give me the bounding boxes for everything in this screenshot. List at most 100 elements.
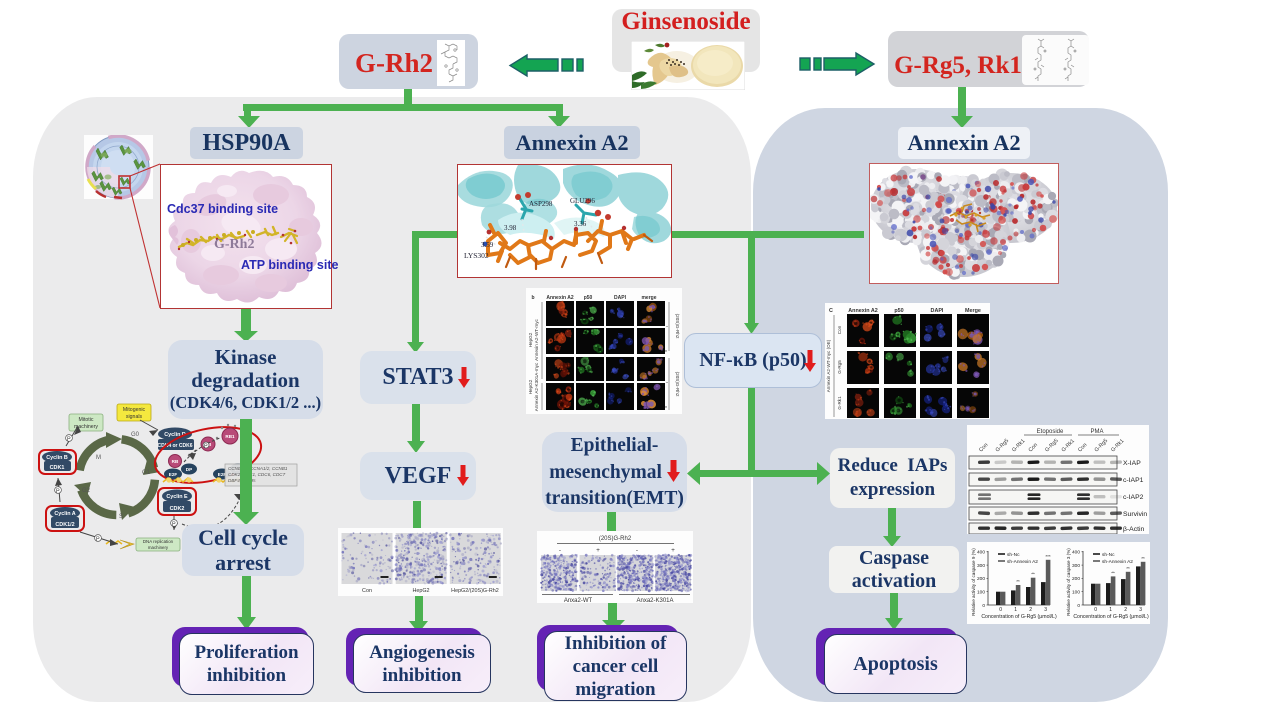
svg-text:machinery: machinery	[148, 545, 169, 550]
svg-text:CDK1: CDK1	[50, 465, 65, 471]
svg-text:M: M	[96, 455, 101, 461]
svg-text:b: b	[531, 295, 534, 301]
svg-text:HepG2: HepG2	[412, 588, 429, 594]
svg-text:Cyclin B: Cyclin B	[46, 455, 68, 461]
svg-text:Annexin A2-K301A-myc: Annexin A2-K301A-myc	[534, 362, 539, 411]
svg-text:machinery: machinery	[74, 424, 98, 430]
svg-text:(20S)G-Rh2: (20S)G-Rh2	[599, 536, 632, 542]
svg-text:Cyclin E: Cyclin E	[166, 494, 188, 500]
svg-text:**: **	[1126, 566, 1130, 571]
svg-text:Etoposide: Etoposide	[1037, 429, 1064, 435]
svg-text:Mitogenic: Mitogenic	[123, 407, 146, 413]
svg-text:sh-Nc: sh-Nc	[1102, 552, 1115, 558]
svg-text:**: **	[1141, 556, 1145, 561]
svg-text:DAPI: DAPI	[614, 295, 627, 301]
svg-text:LYS302: LYS302	[464, 251, 489, 260]
svg-text:-: -	[666, 324, 668, 330]
svg-text:G0: G0	[131, 432, 140, 438]
svg-text:3.36: 3.36	[574, 220, 587, 228]
svg-text:CDK4 or CDK6: CDK4 or CDK6	[157, 443, 192, 449]
svg-text:sh-Annexin A2: sh-Annexin A2	[1007, 559, 1038, 565]
svg-text:DAPI: DAPI	[931, 308, 944, 314]
svg-text:*: *	[665, 406, 667, 412]
svg-text:E2F: E2F	[218, 472, 227, 477]
svg-text:400: 400	[1072, 550, 1080, 556]
svg-text:Annexin A2: Annexin A2	[546, 295, 574, 301]
svg-text:PMA: PMA	[1090, 429, 1103, 435]
svg-text:G1: G1	[142, 470, 151, 476]
svg-text:3.98: 3.98	[504, 224, 517, 232]
svg-text:Annexin A2-WT-myc (OE): Annexin A2-WT-myc (OE)	[826, 339, 831, 392]
svg-text:Con: Con	[362, 588, 372, 594]
svg-text:β-Actin: β-Actin	[1123, 526, 1145, 533]
svg-text:Annexin A2-WT-myc: Annexin A2-WT-myc	[534, 318, 539, 360]
svg-text:HepG2/(20S)G-Rh2: HepG2/(20S)G-Rh2	[451, 588, 499, 594]
svg-text:-: -	[636, 547, 638, 554]
svg-text:400: 400	[977, 550, 985, 556]
svg-text:Concentration of G-Rg5 (μmol/L: Concentration of G-Rg5 (μmol/L)	[981, 614, 1057, 620]
svg-text:200: 200	[977, 576, 985, 582]
svg-text:RB1: RB1	[225, 434, 235, 439]
svg-text:Con: Con	[1077, 442, 1088, 453]
svg-text:CDK1/2: CDK1/2	[55, 522, 74, 528]
svg-text:(20S)G-Rh2: (20S)G-Rh2	[675, 314, 680, 339]
svg-text:G-Rk1: G-Rk1	[837, 396, 842, 410]
svg-text:-: -	[559, 547, 561, 554]
svg-text:***: ***	[1045, 554, 1051, 559]
svg-text:**: **	[1031, 572, 1035, 577]
svg-text:Annexin A2: Annexin A2	[848, 308, 877, 314]
svg-text:P: P	[67, 437, 71, 443]
svg-text:**: **	[1016, 579, 1020, 584]
svg-text:100: 100	[977, 590, 985, 596]
svg-text:P: P	[96, 537, 100, 543]
svg-text:Cyclin A: Cyclin A	[54, 511, 75, 517]
svg-text:P: P	[172, 522, 176, 528]
svg-text:+: +	[671, 547, 675, 554]
svg-text:DP: DP	[186, 467, 192, 472]
svg-text:**: **	[1111, 570, 1115, 575]
svg-text:0: 0	[1094, 607, 1097, 613]
svg-text:c-IAP2: c-IAP2	[1123, 494, 1144, 501]
svg-text:0: 0	[999, 607, 1002, 613]
svg-text:RB: RB	[172, 459, 179, 464]
svg-text:200: 200	[1072, 576, 1080, 582]
svg-text:c-IAP1: c-IAP1	[1123, 477, 1144, 484]
svg-text:Concentration of G-Rg5 (μmol/L: Concentration of G-Rg5 (μmol/L)	[1073, 614, 1149, 620]
svg-text:G2: G2	[82, 488, 91, 494]
svg-text:Survivin: Survivin	[1123, 511, 1147, 518]
svg-text:Con: Con	[1028, 442, 1039, 453]
svg-text:3: 3	[1139, 607, 1142, 613]
svg-text:C: C	[829, 308, 833, 314]
svg-text:DNA replication: DNA replication	[143, 539, 174, 544]
svg-text:Anxa2-K301A: Anxa2-K301A	[636, 598, 673, 603]
svg-text:p50: p50	[894, 308, 903, 314]
svg-text:100: 100	[1072, 590, 1080, 596]
svg-text:-: -	[666, 380, 668, 386]
svg-text:sh-Nc: sh-Nc	[1007, 552, 1020, 558]
svg-text:Relative activity of caspase 9: Relative activity of caspase 9 (%)	[971, 548, 976, 616]
svg-text:sh-Annexin A2: sh-Annexin A2	[1102, 559, 1133, 565]
svg-text:S: S	[119, 514, 123, 520]
svg-text:CDK2: CDK2	[170, 506, 185, 512]
svg-text:Anxa2-WT: Anxa2-WT	[564, 598, 593, 603]
svg-text:Cyclin D: Cyclin D	[164, 432, 186, 438]
svg-text:HepG2: HepG2	[528, 332, 533, 347]
svg-text:G-Rg5: G-Rg5	[837, 360, 842, 374]
svg-text:signals: signals	[126, 414, 143, 420]
svg-text:1: 1	[1014, 607, 1017, 613]
svg-text:X-IAP: X-IAP	[1123, 460, 1141, 467]
svg-text:Con: Con	[978, 442, 989, 453]
svg-text:Mitotic: Mitotic	[79, 417, 94, 423]
svg-text:1: 1	[1109, 607, 1112, 613]
svg-text:Merge: Merge	[965, 308, 981, 314]
svg-text:3.59: 3.59	[481, 241, 494, 249]
svg-text:CCNE1/2, CCNA1/2, CCNB1: CCNE1/2, CCNA1/2, CCNB1	[228, 466, 288, 471]
svg-text:Con: Con	[837, 325, 842, 334]
svg-text:0: 0	[982, 603, 985, 609]
svg-text:Relative activity of caspase 3: Relative activity of caspase 3 (%)	[1066, 548, 1071, 616]
svg-text:3: 3	[1044, 607, 1047, 613]
svg-text:CDK2, CDK1, CDC6, CDC7: CDK2, CDK1, CDC6, CDC7	[228, 472, 286, 477]
svg-text:2: 2	[1124, 607, 1127, 613]
svg-text:ASP298: ASP298	[529, 200, 553, 208]
svg-text:p50: p50	[584, 295, 593, 301]
